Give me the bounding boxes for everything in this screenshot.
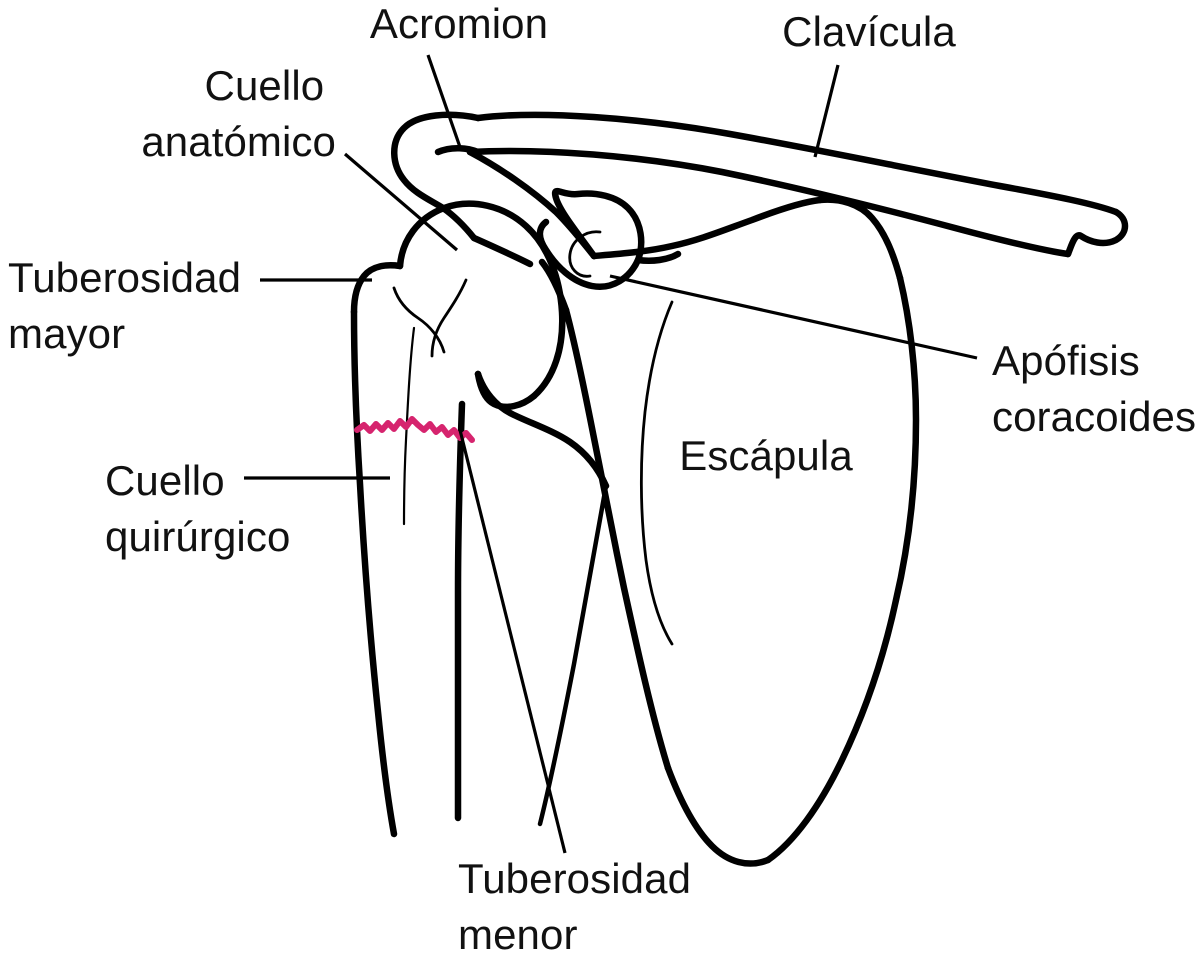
acromion-lower-edge: [470, 234, 534, 268]
greater-tuberosity-outline: [350, 262, 404, 316]
label-cuello-anatomico: Cuello anatómico: [141, 62, 336, 165]
scapula-inferior-angle: [664, 764, 772, 867]
bicipital-groove-lateral-line: [392, 286, 446, 354]
label-escapula: Escápula: [679, 432, 853, 479]
humerus-shaft-group: [350, 308, 609, 838]
bicipital-groove-medial-line: [430, 278, 468, 358]
humerus-medial-cortex: [454, 400, 466, 822]
leader-line-clavicula: [813, 64, 840, 158]
surgical-neck-fracture-group: [354, 416, 475, 443]
scapula-superior-angle: [816, 196, 904, 282]
leader-line-acromion: [426, 54, 463, 151]
scapular-spine-inner-line: [639, 300, 674, 646]
humerus-posterior-cortex-line: [537, 483, 609, 827]
humerus-lateral-cortex: [350, 308, 398, 838]
lesser-tuberosity-crest-line: [402, 326, 416, 526]
clavicle-group: [466, 111, 1129, 258]
coracoid-process-group: [536, 187, 682, 291]
label-cuello-quirurgico: Cuello quirúrgico: [105, 457, 290, 560]
label-tuberosidad-mayor: Tuberosidad mayor: [8, 254, 253, 357]
surgical-neck-medial-contour: [474, 370, 610, 490]
label-tuberosidad-menor: Tuberosidad menor: [458, 855, 703, 956]
clavicle-superior-border: [474, 111, 1120, 216]
coracoid-base-to-glenoid: [634, 250, 682, 264]
label-apofisis-coracoides: Apófisis coracoides: [992, 337, 1196, 440]
label-acromion: Acromion: [370, 0, 548, 47]
labels-group: Acromion Cuello anatómico Clavícula Tube…: [8, 0, 1196, 956]
scapula-lateral-border: [562, 306, 672, 772]
scapula-superior-border: [590, 196, 824, 260]
leader-line-tuberosidad-menor: [458, 429, 567, 854]
leader-line-apofisis-coracoides: [609, 274, 978, 360]
humeral-head-group: [350, 200, 610, 526]
leader-lines-group: [244, 54, 978, 854]
scapula-medial-border: [764, 274, 920, 864]
label-clavicula: Clavícula: [782, 8, 956, 55]
acromion-outline: [391, 111, 482, 242]
clavicle-inferior-border: [466, 147, 1072, 258]
coracoid-inner-curve: [568, 230, 602, 278]
leader-line-cuello-anatomico: [343, 152, 459, 252]
fracture-zigzag-line: [354, 416, 475, 443]
clavicle-lateral-end: [1064, 208, 1129, 258]
